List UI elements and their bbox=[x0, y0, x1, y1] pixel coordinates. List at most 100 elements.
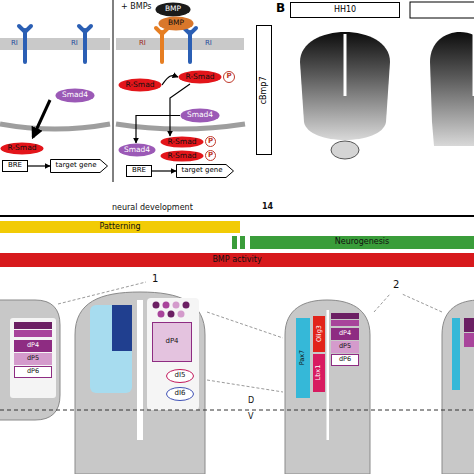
progenitor-domain: dP4 bbox=[152, 322, 192, 362]
receptor-label: RI bbox=[205, 40, 212, 48]
dorsoventral-boundary bbox=[0, 410, 474, 411]
condition-label: + BMPs bbox=[121, 3, 152, 12]
in-situ-image bbox=[344, 34, 347, 96]
node-text: Olig3 bbox=[315, 325, 322, 342]
node-text: dP5 bbox=[339, 343, 351, 350]
neural-tube-section bbox=[183, 302, 190, 309]
nuclear-envelope bbox=[0, 124, 110, 129]
neural-tube-section bbox=[464, 318, 474, 332]
neural-tube-section bbox=[0, 292, 474, 474]
marker-column: Pax7 bbox=[296, 318, 310, 398]
neural-tube-section bbox=[331, 320, 359, 326]
leader-line bbox=[207, 312, 283, 338]
node-text: Lbx1 bbox=[315, 365, 322, 381]
neural-tube-section bbox=[178, 311, 185, 318]
neural-tube-section bbox=[285, 300, 370, 474]
leader-line bbox=[207, 380, 283, 392]
node-text: P bbox=[208, 152, 213, 160]
in-situ-image bbox=[331, 141, 359, 159]
neural-tube-section bbox=[147, 298, 199, 410]
activity-bar: BMP activity bbox=[0, 253, 474, 267]
ellipse-shape bbox=[161, 151, 204, 162]
neural-tube-section bbox=[168, 311, 175, 318]
node-text: dP6 bbox=[339, 356, 351, 363]
receptor-symbol bbox=[19, 26, 31, 62]
node-text: R-Smad bbox=[167, 152, 196, 160]
node-text: target gene bbox=[55, 162, 96, 170]
marker-column: Lbx1 bbox=[313, 354, 325, 392]
target-gene-arrow: target gene bbox=[176, 164, 234, 178]
bmp-ligand: BMP bbox=[155, 2, 191, 17]
r-smad-protein: R-Smad bbox=[118, 78, 162, 92]
receptor-symbol bbox=[156, 28, 168, 62]
node-text: BMP bbox=[168, 19, 184, 27]
node-text: Patterning bbox=[99, 223, 140, 232]
node-text: R-Smad bbox=[167, 138, 196, 146]
ellipse-shape bbox=[167, 388, 194, 401]
neural-tube-section bbox=[75, 292, 205, 474]
node-text: Smad4 bbox=[124, 146, 150, 154]
progenitor-domain: dP4 bbox=[331, 328, 359, 340]
timeline-axis bbox=[240, 236, 245, 249]
leader-line bbox=[402, 294, 442, 312]
leader-line bbox=[374, 294, 390, 312]
translocation-arrow bbox=[33, 100, 50, 137]
in-situ-image bbox=[430, 32, 474, 146]
stage-number: 14 bbox=[262, 203, 273, 212]
neural-tube-section bbox=[137, 300, 143, 440]
node-text: target gene bbox=[181, 167, 222, 175]
bmp-ligand: BMP bbox=[158, 16, 194, 31]
neural-tube-section bbox=[112, 305, 132, 351]
smad4-protein: Smad4 bbox=[55, 88, 95, 103]
ellipse-shape bbox=[224, 72, 235, 83]
phosphate-mark: P bbox=[205, 150, 216, 161]
panel-divider bbox=[113, 0, 114, 182]
stage-header: HH10 bbox=[290, 2, 400, 18]
node-text: BMP activity bbox=[212, 256, 261, 265]
node-text: P bbox=[208, 138, 213, 146]
neural-tube-section bbox=[331, 313, 359, 319]
axis-letter: D bbox=[248, 397, 254, 406]
timeline-axis bbox=[232, 236, 237, 249]
arrow-shape bbox=[51, 160, 108, 173]
dorsoventral-boundary bbox=[0, 410, 474, 411]
neural-tube-section bbox=[452, 318, 460, 390]
node-text: Neurogenesis bbox=[335, 238, 390, 247]
in-situ-image bbox=[300, 2, 474, 159]
arrow-connector bbox=[152, 170, 176, 171]
cell-membrane bbox=[116, 38, 244, 50]
phase-bar: Patterning bbox=[0, 221, 240, 233]
node-text: dP6 bbox=[27, 368, 39, 375]
node-text: R-Smad bbox=[7, 144, 36, 152]
phase-bar: Neurogenesis bbox=[250, 236, 474, 249]
smad4-protein: Smad4 bbox=[180, 108, 220, 123]
in-situ-image bbox=[473, 34, 474, 96]
smad4-protein: Smad4 bbox=[118, 143, 156, 157]
interneuron-cluster: dI5 bbox=[166, 369, 194, 383]
progenitor-domain: dP5 bbox=[331, 341, 359, 353]
neural-tube-section bbox=[464, 333, 474, 347]
node-text: cBmp7 bbox=[260, 76, 269, 104]
node-text: dI5 bbox=[175, 372, 186, 380]
node-text: P bbox=[226, 73, 231, 81]
neural-tube-section bbox=[163, 302, 170, 309]
interneuron-cluster: dI6 bbox=[166, 387, 194, 401]
node-text: HH10 bbox=[334, 6, 356, 15]
receptor-symbol bbox=[184, 28, 196, 62]
r-smad-protein: R-Smad bbox=[160, 136, 204, 148]
arrow-connector bbox=[28, 165, 50, 166]
neural-tube-section bbox=[158, 311, 165, 318]
in-situ-image bbox=[410, 2, 474, 18]
cell-membrane bbox=[0, 38, 244, 50]
node-text: BRE bbox=[8, 162, 22, 170]
ellipse-shape bbox=[119, 144, 156, 157]
neural-tube-section bbox=[327, 310, 330, 440]
neural-tube-section bbox=[14, 322, 52, 329]
node-text: R-Smad bbox=[125, 81, 154, 89]
ellipse-shape bbox=[156, 3, 191, 17]
neural-tube-section bbox=[0, 300, 60, 420]
node-text: BMP bbox=[165, 5, 181, 13]
receptor-symbol bbox=[19, 26, 196, 62]
neural-tube-section bbox=[173, 302, 180, 309]
neural-tube-section bbox=[14, 330, 52, 337]
